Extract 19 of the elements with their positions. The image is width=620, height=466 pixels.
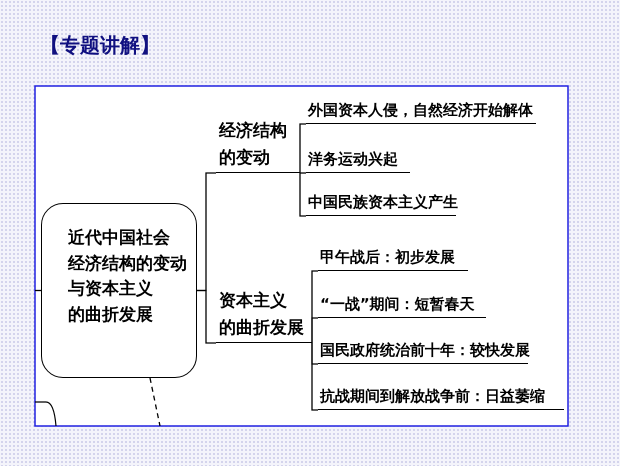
title: 【专题讲解】 bbox=[40, 32, 160, 59]
node-text: 经济结构的变动 bbox=[219, 120, 288, 170]
node-text: 洋务运动兴起 bbox=[308, 150, 399, 169]
connector-line bbox=[299, 172, 306, 217]
node-text: 国民政府统治前十年：较快发展 bbox=[320, 340, 528, 360]
topic-box bbox=[41, 203, 197, 378]
node-text: 资本主义的曲折发展 bbox=[219, 290, 305, 340]
node-text: 中国民族资本主义产生 bbox=[308, 192, 456, 212]
connector-line bbox=[311, 317, 318, 344]
dashed-connector bbox=[149, 378, 161, 426]
node-text: 甲午战后：初步发展 bbox=[320, 248, 456, 267]
node-text: 外国资本人侵，自然经济开始解体 bbox=[308, 100, 534, 120]
topic-text: 近代中国社会经济结构的变动与资本主义的曲折发展 bbox=[68, 228, 187, 324]
connector-line bbox=[299, 123, 306, 174]
connector-line bbox=[299, 172, 306, 174]
node-text: 抗战期间到解放战争前：日益萎缩 bbox=[320, 386, 546, 406]
connector-line bbox=[311, 342, 318, 411]
connector-line bbox=[197, 290, 216, 344]
node-text: “一战”期间：短暂春天 bbox=[320, 294, 476, 314]
